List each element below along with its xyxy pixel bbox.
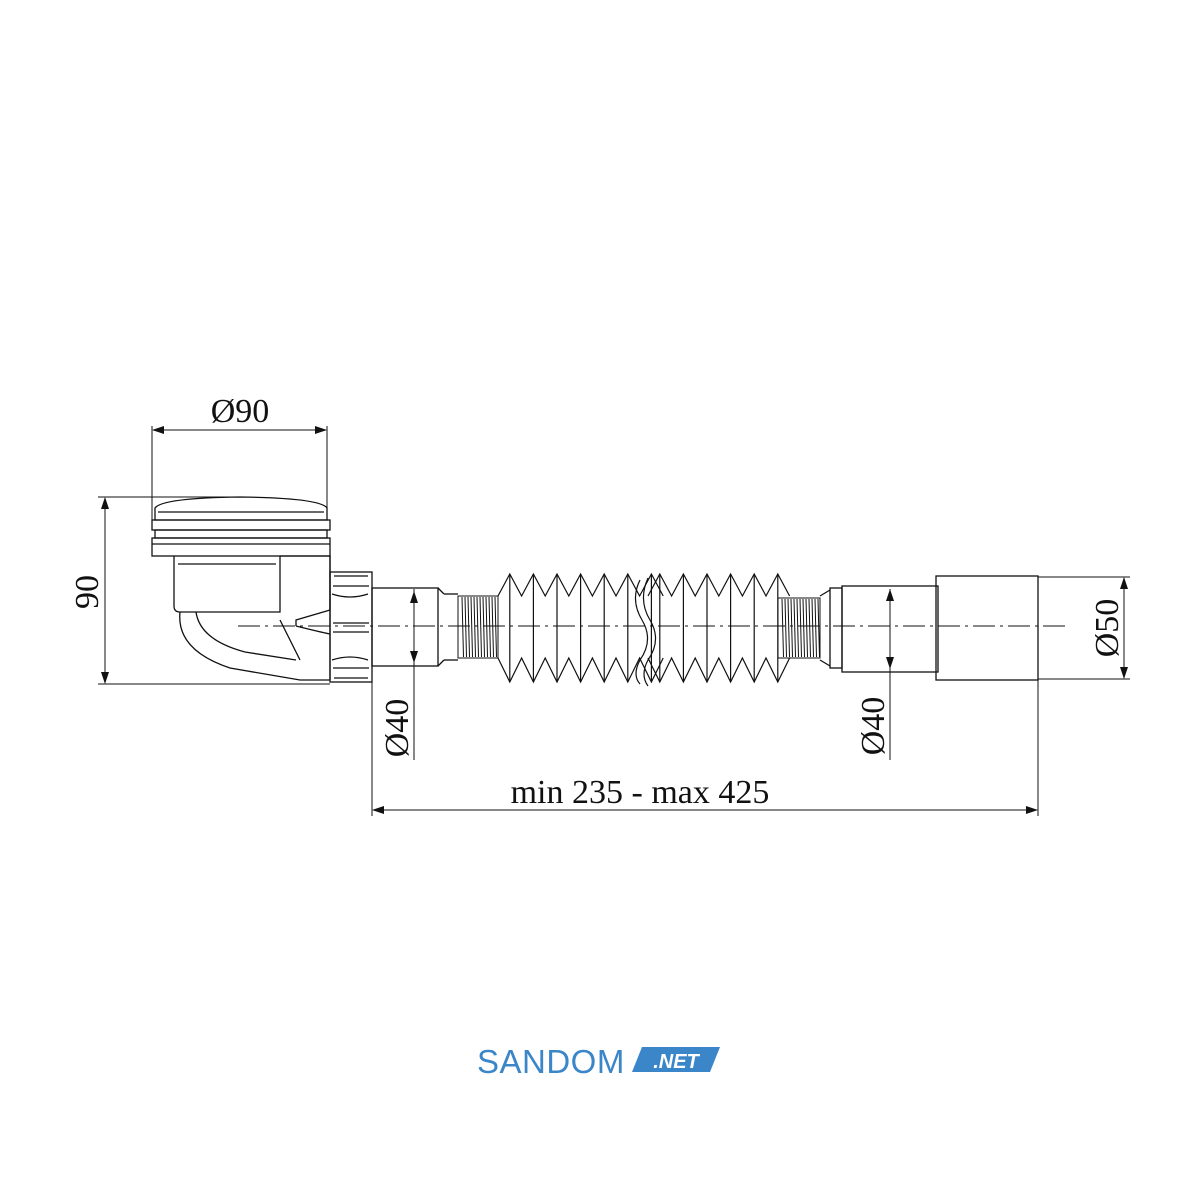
logo-badge-shape xyxy=(632,1047,720,1072)
dim-height: 90 xyxy=(69,575,106,609)
left-threaded-section xyxy=(457,595,499,659)
dim-outlet-diameter: Ø50 xyxy=(1089,599,1126,658)
dimension-lines xyxy=(98,426,1130,816)
corrugated-hose xyxy=(497,572,791,687)
inlet-pipe xyxy=(371,587,458,667)
right-threaded-section xyxy=(777,597,821,659)
dim-length-range: min 235 - max 425 xyxy=(511,774,770,811)
logo-domain-text: .NET xyxy=(653,1051,700,1073)
drain-trap-body xyxy=(151,496,373,683)
dim-inlet-diameter: Ø40 xyxy=(379,699,416,758)
dim-outlet-inner-diameter: Ø40 xyxy=(855,697,892,756)
dim-top-diameter: Ø90 xyxy=(211,393,270,430)
outlet-pipe xyxy=(819,575,1039,681)
logo-brand-text: SANDOM xyxy=(477,1043,625,1080)
sandom-logo: SANDOM .NET xyxy=(477,1043,720,1080)
